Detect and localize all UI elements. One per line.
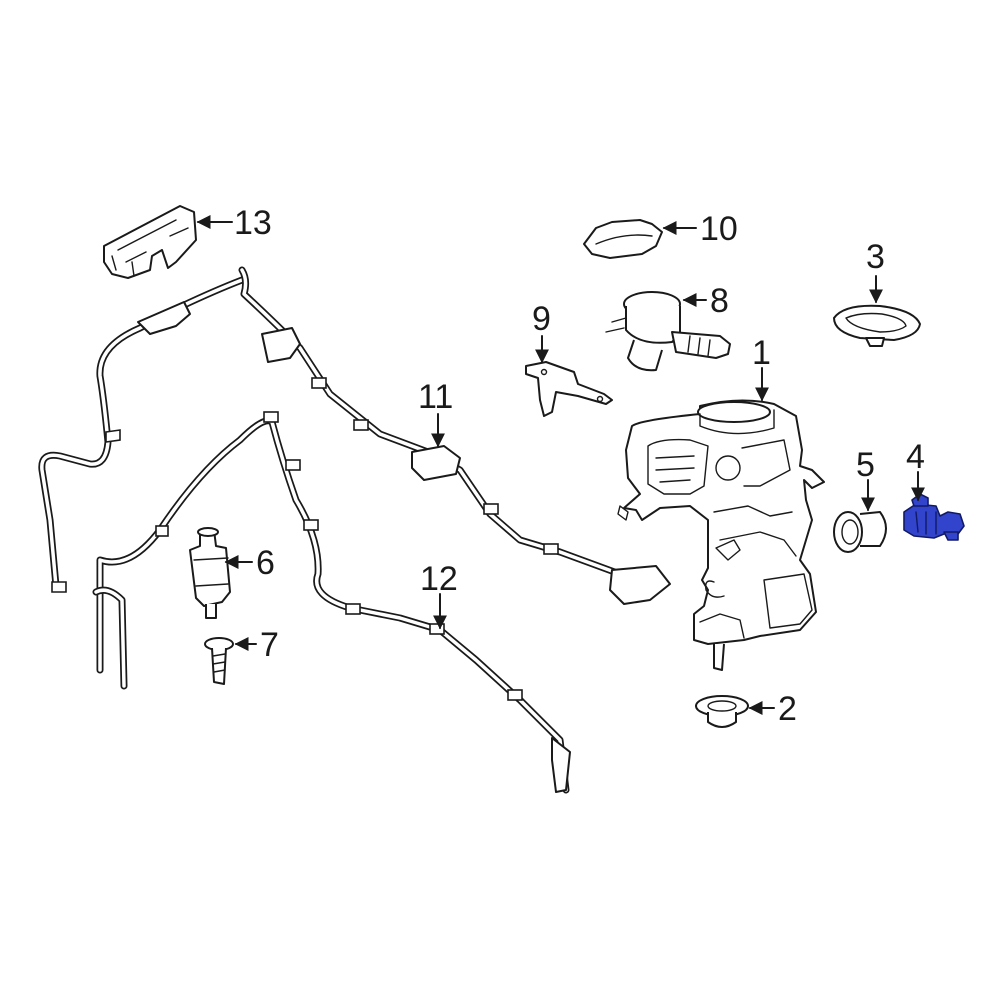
- callout-4[interactable]: 4: [906, 438, 925, 476]
- callout-2[interactable]: 2: [778, 690, 797, 728]
- part-10-foam-pad[interactable]: [583, 219, 663, 259]
- callout-7[interactable]: 7: [260, 626, 279, 664]
- callout-11[interactable]: 11: [418, 378, 453, 416]
- callout-3[interactable]: 3: [866, 238, 885, 276]
- part-7-screw[interactable]: [204, 637, 234, 685]
- part-6-washer-pump[interactable]: [189, 527, 231, 619]
- part-9-bracket[interactable]: [525, 361, 613, 417]
- part-13-bracket[interactable]: [103, 205, 197, 279]
- callout-arrows: [196, 215, 925, 715]
- callout-1[interactable]: 1: [752, 334, 771, 372]
- callout-12[interactable]: 12: [420, 560, 458, 598]
- part-8-filler-neck[interactable]: [605, 291, 731, 372]
- part-5-grommet[interactable]: [833, 511, 887, 553]
- callout-labels: 1 2 3 4 5 6 7 8 9 10 11 12 13: [234, 204, 925, 728]
- part-11-hose[interactable]: [238, 266, 671, 605]
- part-4-level-sensor[interactable]: [903, 493, 965, 541]
- callout-13[interactable]: 13: [234, 204, 272, 242]
- part-2-grommet[interactable]: [695, 695, 749, 728]
- part-3-cap[interactable]: [833, 304, 921, 347]
- callout-10[interactable]: 10: [700, 210, 738, 248]
- callout-8[interactable]: 8: [710, 282, 729, 320]
- hose-left-loop: [38, 276, 246, 593]
- callout-9[interactable]: 9: [532, 300, 551, 338]
- part-1-reservoir-tank[interactable]: [617, 399, 825, 671]
- part-12-hose[interactable]: [92, 411, 571, 794]
- callout-5[interactable]: 5: [856, 446, 875, 484]
- callout-6[interactable]: 6: [256, 544, 275, 582]
